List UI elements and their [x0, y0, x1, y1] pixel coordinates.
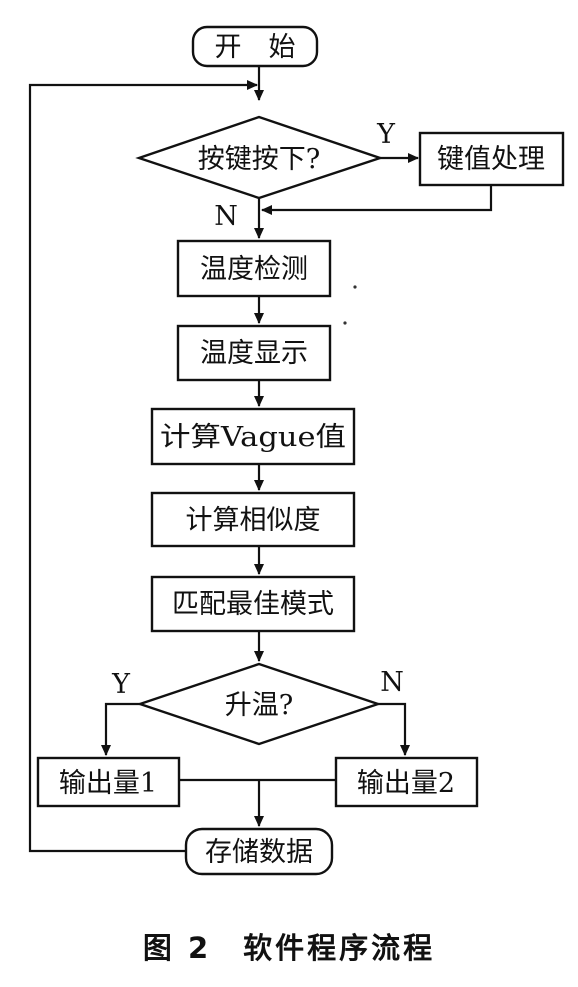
key-yes-label: Y — [376, 119, 396, 150]
node-temp-detect: 温度检测 — [176, 239, 332, 298]
node-temp-display: 温度显示 — [176, 324, 332, 382]
node-calc-vague: 计算Vague值 — [150, 407, 356, 466]
node-store-data: 存储数据 — [184, 827, 334, 876]
temp-display-box — [176, 324, 332, 382]
output1-box — [36, 756, 181, 808]
edge-store-loop-back — [28, 80, 258, 853]
key-handle-label: 键值处理 — [437, 144, 545, 175]
key-handle-box — [418, 131, 565, 187]
calc-vague-label: 计算Vague值 — [160, 422, 346, 453]
node-key-handle: 键值处理 — [418, 131, 565, 187]
calc-similarity-label: 计算相似度 — [186, 505, 321, 536]
key-pressed-diamond — [135, 115, 384, 200]
node-key-decision: 按键按下? — [135, 115, 384, 200]
heat-yes-label: Y — [111, 669, 131, 700]
node-calc-similarity: 计算相似度 — [150, 491, 356, 548]
edge-heat-yes-to-output1 — [101, 702, 140, 756]
edges — [28, 66, 493, 853]
heat-no-label: N — [380, 667, 404, 698]
start-terminal — [191, 25, 319, 68]
edge-heat-no-to-output2 — [378, 702, 410, 756]
start-label: 开 始 — [215, 32, 296, 63]
temp-display-label: 温度显示 — [200, 338, 308, 369]
scan-speck — [343, 321, 347, 325]
edge-key-handle-return — [261, 185, 493, 215]
calc-similarity-box — [150, 491, 356, 548]
node-start: 开 始 — [191, 25, 319, 68]
temp-detect-box — [176, 239, 332, 298]
match-pattern-label: 匹配最佳模式 — [172, 589, 334, 620]
node-heating-decision: 升温? — [136, 662, 382, 746]
output2-box — [334, 756, 479, 808]
calc-vague-box — [150, 407, 356, 466]
temp-detect-label: 温度检测 — [200, 254, 308, 285]
node-output1: 输出量1 — [36, 756, 181, 808]
store-data-terminal — [184, 827, 334, 876]
key-pressed-label: 按键按下? — [198, 144, 320, 175]
match-pattern-box — [150, 575, 356, 633]
node-output2: 输出量2 — [334, 756, 479, 808]
heating-diamond — [136, 662, 382, 746]
output2-label: 输出量2 — [357, 768, 455, 799]
heating-label: 升温? — [225, 690, 293, 721]
output1-label: 输出量1 — [59, 768, 157, 799]
key-no-label: N — [214, 201, 238, 232]
store-data-label: 存储数据 — [205, 837, 313, 868]
node-match-pattern: 匹配最佳模式 — [150, 575, 356, 633]
figure-caption: 图 2 软件程序流程 — [142, 931, 436, 965]
scan-speck — [353, 285, 357, 289]
